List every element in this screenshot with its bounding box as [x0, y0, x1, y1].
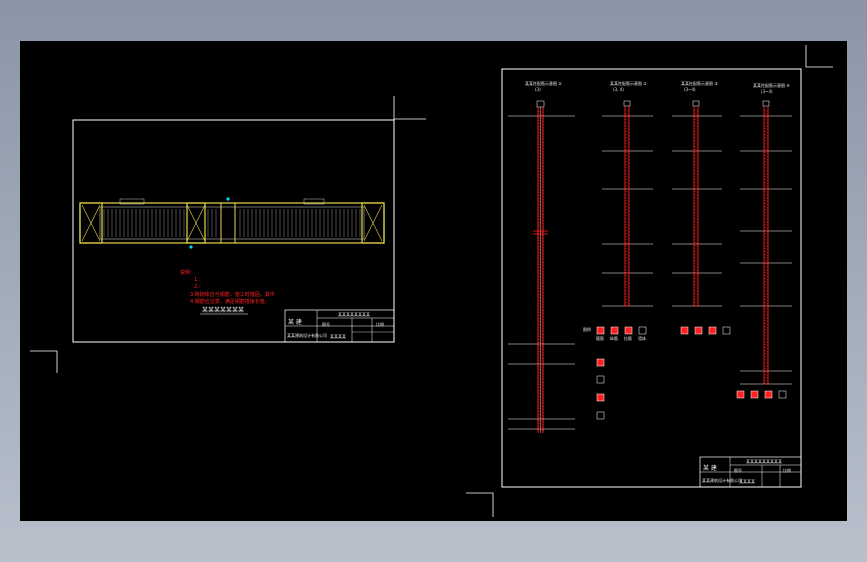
svg-text:比例: 比例 [376, 321, 384, 327]
svg-text:拉筋: 拉筋 [624, 335, 632, 341]
svg-text:1.：: 1.： [194, 277, 204, 283]
right-sheet[interactable]: 某某柱配筋示意图 ① (3) 某某柱配筋示意图 ② (3, 4) 某某柱配筋示意… [501, 68, 802, 488]
cad-drawing-canvas[interactable]: 说明： 1.： 2.： 3.砖砌体应与钢筋，施工时锚固，其中 4.钢筋应注意，满… [20, 41, 847, 521]
drawing-svg: 说明： 1.： 2.： 3.砖砌体应与钢筋，施工时锚固，其中 4.钢筋应注意，满… [30, 45, 833, 517]
svg-text:某 建: 某 建 [703, 464, 717, 472]
left-notes: 说明： 1.： 2.： 3.砖砌体应与钢筋，施工时锚固，其中 4.钢筋应注意，满… [180, 269, 275, 315]
svg-text:4.钢筋应注意，满足钢筋搭接长度。: 4.钢筋应注意，满足钢筋搭接长度。 [190, 298, 270, 305]
left-title-block: 某 建 某某建筑设计有限公司 某某某某某某某某 图号 某某某某 比例 [284, 309, 395, 343]
svg-text:(3~4): (3~4) [684, 87, 696, 92]
svg-text:3.砖砌体应与钢筋，施工时锚固，其中: 3.砖砌体应与钢筋，施工时锚固，其中 [190, 291, 275, 298]
column-headers: 某某柱配筋示意图 ① (3) 某某柱配筋示意图 ② (3, 4) 某某柱配筋示意… [525, 80, 790, 94]
column-1-elevation [508, 100, 575, 433]
svg-text:图号: 图号 [734, 467, 742, 473]
svg-text:墙体: 墙体 [638, 335, 646, 341]
column-2-elevation [602, 100, 769, 385]
svg-text:图例: 图例 [583, 326, 591, 332]
svg-text:某 建: 某 建 [288, 318, 302, 326]
svg-text:(3, 4): (3, 4) [613, 87, 624, 92]
svg-text:某某柱配筋示意图 ④: 某某柱配筋示意图 ④ [753, 82, 790, 88]
svg-text:某某某某某某某某: 某某某某某某某某 [338, 311, 370, 317]
svg-text:某某柱配筋示意图 ②: 某某柱配筋示意图 ② [610, 80, 647, 86]
svg-text:纵筋: 纵筋 [610, 335, 618, 341]
right-title-block: 某 建 某某建筑设计有限公司 某某某某某某某某某 图号 某某某某 比例 [699, 456, 802, 488]
svg-text:某某建筑设计有限公司: 某某建筑设计有限公司 [287, 332, 327, 338]
legend-column-1 [596, 358, 605, 420]
svg-text:(3): (3) [535, 87, 541, 92]
svg-text:比例: 比例 [783, 467, 791, 473]
corner-marks [30, 45, 833, 517]
legend-row-1: 图例 箍筋 纵筋 拉筋 墙体 [583, 326, 731, 341]
svg-text:某某某某: 某某某某 [739, 478, 755, 484]
svg-text:某某柱配筋示意图 ①: 某某柱配筋示意图 ① [525, 80, 562, 86]
svg-text:某某某某某某某: 某某某某某某某 [202, 307, 244, 314]
column-3-elevation [672, 100, 722, 307]
right-sheet-frame [501, 68, 802, 488]
svg-text:某某建筑设计有限公司: 某某建筑设计有限公司 [702, 477, 742, 483]
column-4-elevation [740, 100, 792, 385]
svg-text:2.：: 2.： [194, 284, 204, 290]
legend-row-2 [736, 390, 787, 399]
svg-text:某某柱配筋示意图 ③: 某某柱配筋示意图 ③ [681, 80, 718, 86]
svg-text:(3~4): (3~4) [761, 89, 773, 94]
svg-text:某某某某: 某某某某 [330, 333, 346, 339]
svg-text:箍筋: 箍筋 [596, 335, 604, 341]
svg-text:图号: 图号 [322, 321, 330, 327]
beam-elevation [79, 197, 385, 249]
svg-text:说明：: 说明： [180, 269, 195, 276]
svg-text:某某某某某某某某某: 某某某某某某某某某 [746, 458, 782, 464]
left-sheet[interactable]: 说明： 1.： 2.： 3.砖砌体应与钢筋，施工时锚固，其中 4.钢筋应注意，满… [72, 119, 395, 343]
left-sheet-frame [72, 119, 395, 343]
